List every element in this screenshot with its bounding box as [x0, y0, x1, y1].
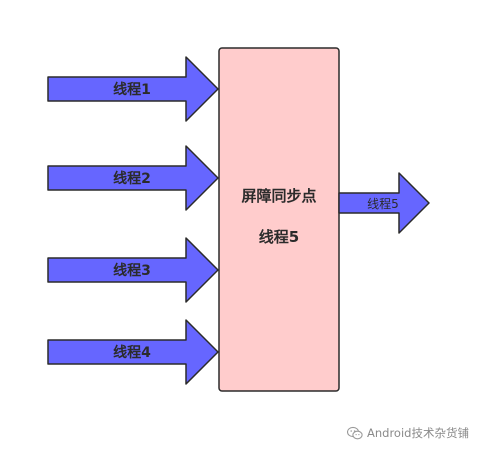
- input-arrow-3-label: 线程3: [113, 262, 151, 279]
- input-arrow-3: 线程3: [47, 237, 219, 303]
- input-arrow-4-shape: [47, 319, 219, 385]
- barrier-title: 屏障同步点: [241, 187, 316, 205]
- output-arrow-label: 线程5: [367, 196, 399, 211]
- input-arrow-3-shape: [47, 237, 219, 303]
- output-arrow: 线程5: [338, 172, 430, 234]
- output-arrow-shape: [338, 172, 430, 234]
- watermark-text: Android技术杂货铺: [367, 426, 469, 440]
- barrier-box: 屏障同步点 线程5: [218, 47, 340, 392]
- input-arrow-4-label: 线程4: [113, 344, 151, 361]
- input-arrow-1-shape: [47, 56, 219, 122]
- input-arrow-4: 线程4: [47, 319, 219, 385]
- input-arrow-2-label: 线程2: [113, 170, 151, 187]
- barrier-box-shape: [218, 47, 340, 392]
- watermark: Android技术杂货铺: [347, 425, 469, 441]
- input-arrow-1: 线程1: [47, 56, 219, 122]
- barrier-subtitle: 线程5: [259, 228, 299, 246]
- input-arrow-2-shape: [47, 145, 219, 211]
- input-arrow-1-label: 线程1: [113, 81, 151, 98]
- wechat-icon: [347, 426, 363, 440]
- input-arrow-2: 线程2: [47, 145, 219, 211]
